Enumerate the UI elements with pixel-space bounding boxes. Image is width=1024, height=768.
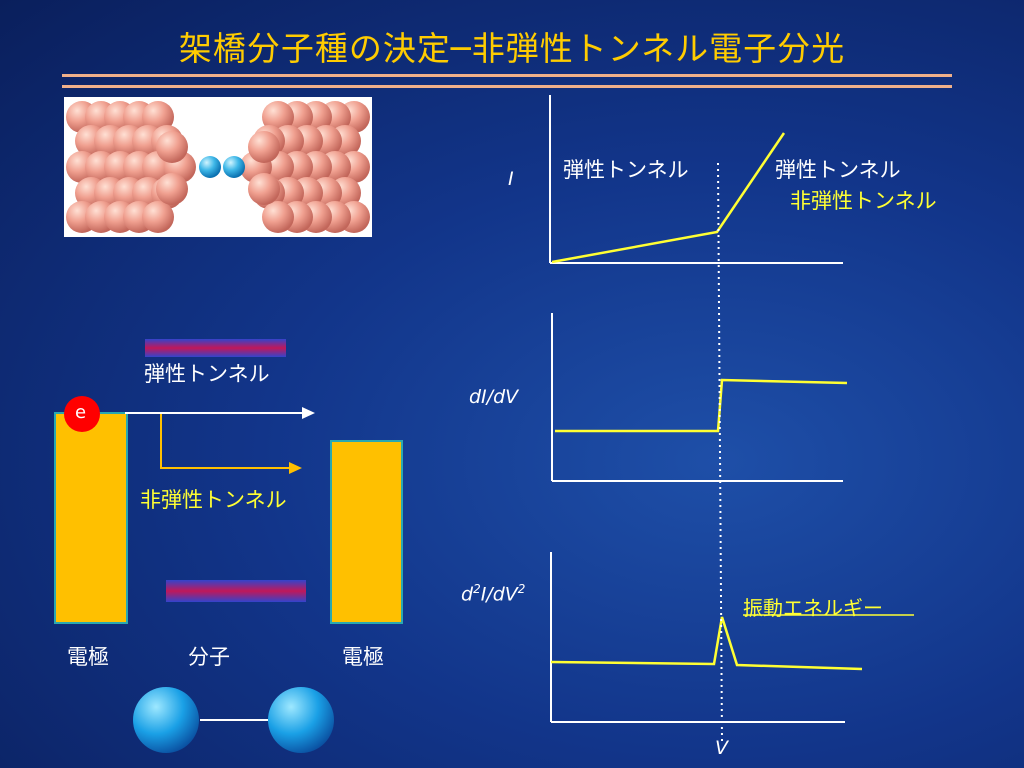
d2idv2-axis-label: d2I/dV2 [461, 582, 526, 606]
molecule-ball-left [133, 687, 199, 753]
electrode-atom [262, 201, 294, 233]
junction-svg [66, 101, 370, 233]
electrode-atoms-right [240, 101, 370, 233]
threshold-dotted-line [717, 162, 723, 743]
electrode-atom [142, 201, 174, 233]
electrode-atom [156, 131, 188, 163]
molecule-label: 分子 [188, 645, 230, 669]
inelastic-arrow-head [289, 462, 302, 474]
electrode-atom [248, 131, 280, 163]
electron-label: e [75, 402, 87, 423]
molecular-junction-image [64, 97, 372, 237]
title-rule-bottom [62, 85, 952, 88]
electrode-right-label: 電極 [342, 645, 384, 669]
iv-axis-label: I [508, 168, 514, 190]
elastic-tunnel-label: 弾性トンネル [144, 362, 270, 386]
elastic-region-label: 弾性トンネル [563, 158, 689, 182]
elastic-energy-level [145, 339, 286, 357]
vibration-energy-label: 振動エネルギー [743, 596, 883, 620]
d2idv2-curve [550, 616, 863, 671]
electrode-atom [262, 101, 294, 133]
electron-marker [64, 396, 100, 432]
molecular-energy-level [166, 580, 306, 602]
electrode-atom [156, 173, 188, 205]
elastic-region-label-2: 弾性トンネル [775, 158, 901, 182]
slide-title: 架橋分子種の決定─非弾性トンネル電子分光 [178, 29, 846, 68]
inelastic-arrow [160, 414, 292, 469]
elastic-arrow-head [302, 407, 315, 419]
molecule-ball-right [268, 687, 334, 753]
title-rule-top [62, 74, 952, 77]
didv-curve [555, 378, 848, 433]
iv-curve [551, 132, 786, 264]
didv-axis-label: dI/dV [469, 386, 519, 408]
electrode-left [54, 412, 128, 624]
electrode-right [330, 440, 403, 624]
voltage-axis-label: V [715, 737, 728, 759]
molecule-atom-1 [199, 156, 221, 178]
electrode-atoms-left [66, 101, 196, 233]
inelastic-tunnel-label: 非弾性トンネル [140, 488, 287, 512]
electrode-atom [248, 173, 280, 205]
electrode-atom [142, 101, 174, 133]
inelastic-region-label: 非弾性トンネル [790, 189, 937, 213]
electrode-left-label: 電極 [67, 645, 109, 669]
molecule-atom-2 [223, 156, 245, 178]
